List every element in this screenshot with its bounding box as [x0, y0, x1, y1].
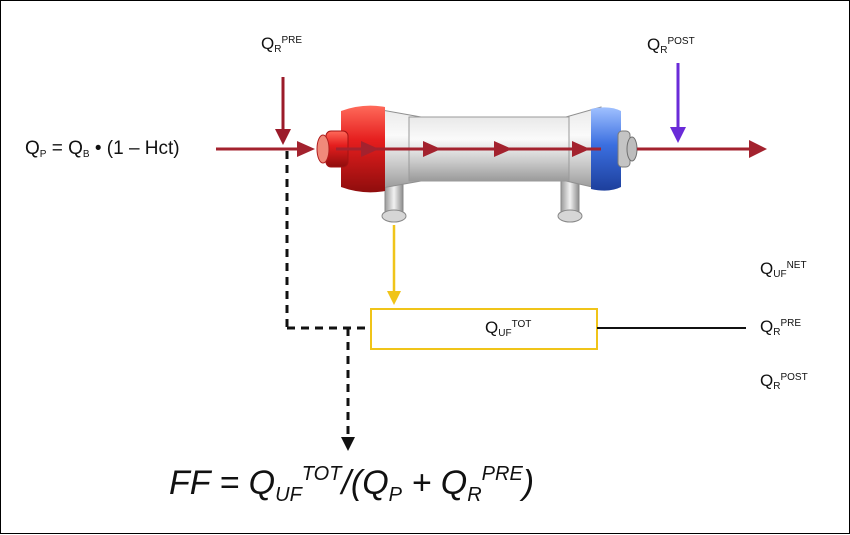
quf-net-label: QUFNET: [760, 259, 807, 280]
qr-post-right-label: QRPOST: [760, 371, 808, 392]
effluent-box: [370, 308, 598, 350]
postdilution-arrow: [670, 63, 686, 143]
blood-outflow-line: [637, 140, 767, 158]
blood-inflow-line: [216, 141, 315, 157]
plasma-flow-label: QP = QB • (1 – Hct): [25, 138, 180, 160]
effluent-line: [387, 225, 401, 305]
filter-ports: [381, 172, 583, 223]
quf-tot-label: QUFTOT: [485, 318, 532, 339]
qr-pre-right-label: QRPRE: [760, 317, 802, 338]
qr-post-top-label: QRPOST: [647, 35, 695, 56]
flow-arrows-in-filter: [336, 141, 601, 157]
filtration-fraction-formula: FF = QUFTOT/(QP + QRPRE): [169, 463, 535, 506]
predilution-arrow: [275, 77, 291, 145]
dashed-flow-lines: [285, 151, 371, 439]
dashed-arrowhead: [341, 437, 355, 451]
qr-pre-top-label: QRPRE: [261, 34, 303, 55]
